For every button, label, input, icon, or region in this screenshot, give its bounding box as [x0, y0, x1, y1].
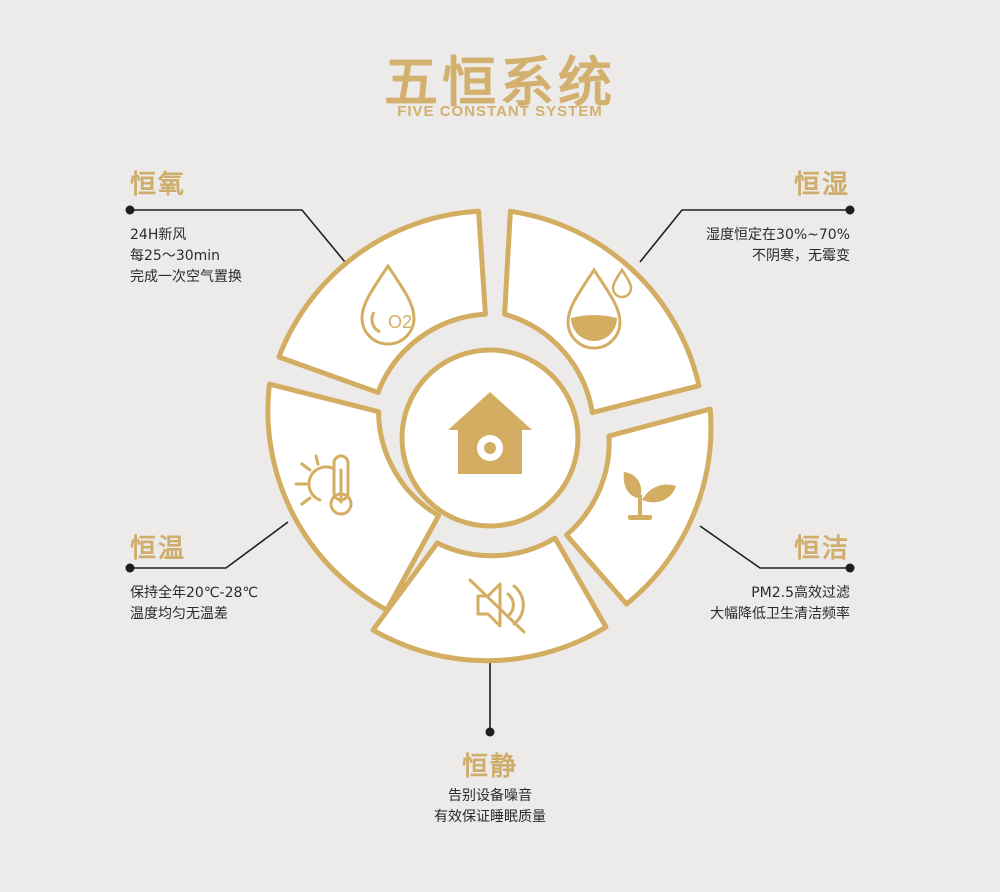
feature-desc-clean: PM2.5高效过滤 大幅降低卫生清洁频率: [710, 583, 850, 625]
oxygen-icon-text: O2: [388, 312, 412, 332]
thermometer-sun-icon: [294, 454, 353, 516]
segment-humidity: [502, 208, 702, 416]
feature-title-quiet: 恒静: [461, 752, 518, 782]
feature-desc-line: PM2.5高效过滤: [751, 585, 850, 601]
feature-desc-line: 完成一次空气置换: [130, 269, 242, 285]
feature-desc-line: 保持全年20℃-28℃: [130, 585, 259, 601]
segment-temperature: [265, 381, 442, 613]
oxygen-drop-icon: [360, 263, 416, 346]
dot-temperature: [125, 563, 135, 573]
feature-desc-oxygen: 24H新风 每25～30min 完成一次空气置换: [130, 225, 242, 288]
feature-desc-line: 不阴寒，无霉变: [752, 248, 850, 264]
feature-desc-line: 湿度恒定在30%~70%: [706, 227, 850, 243]
feature-desc-quiet: 告别设备噪音 有效保证睡眠质量: [340, 786, 640, 828]
mute-speaker-icon: [468, 578, 526, 634]
connector-clean: [699, 525, 850, 569]
sprout-icon: [623, 472, 676, 520]
feature-desc-temperature: 保持全年20℃-28℃ 温度均匀无温差: [130, 583, 258, 625]
page-title: 五恒系统: [384, 51, 616, 114]
feature-desc-line: 每25～30min: [130, 248, 221, 264]
house-icon: [448, 392, 532, 474]
dot-oxygen: [125, 205, 135, 215]
connector-humidity: [639, 209, 850, 263]
feature-title-clean: 恒洁: [793, 534, 850, 564]
connector-oxygen: [130, 209, 346, 263]
feature-desc-line: 温度均匀无温差: [130, 606, 228, 622]
dot-quiet: [485, 727, 495, 737]
feature-desc-line: 有效保证睡眠质量: [434, 809, 546, 825]
feature-desc-humidity: 湿度恒定在30%~70% 不阴寒，无霉变: [706, 225, 850, 267]
page-subtitle: FIVE CONSTANT SYSTEM: [397, 103, 603, 120]
feature-desc-line: 告别设备噪音: [448, 788, 532, 804]
feature-title-temperature: 恒温: [130, 534, 187, 564]
segment-oxygen: [276, 208, 488, 395]
feature-desc-line: 大幅降低卫生清洁频率: [710, 606, 850, 622]
connector-temperature: [130, 521, 289, 569]
feature-desc-line: 24H新风: [130, 227, 187, 243]
dot-clean: [845, 563, 855, 573]
feature-title-oxygen: 恒氧: [130, 170, 187, 200]
dot-humidity: [845, 205, 855, 215]
water-drop-icon: [566, 267, 633, 350]
feature-title-humidity: 恒湿: [793, 170, 850, 200]
